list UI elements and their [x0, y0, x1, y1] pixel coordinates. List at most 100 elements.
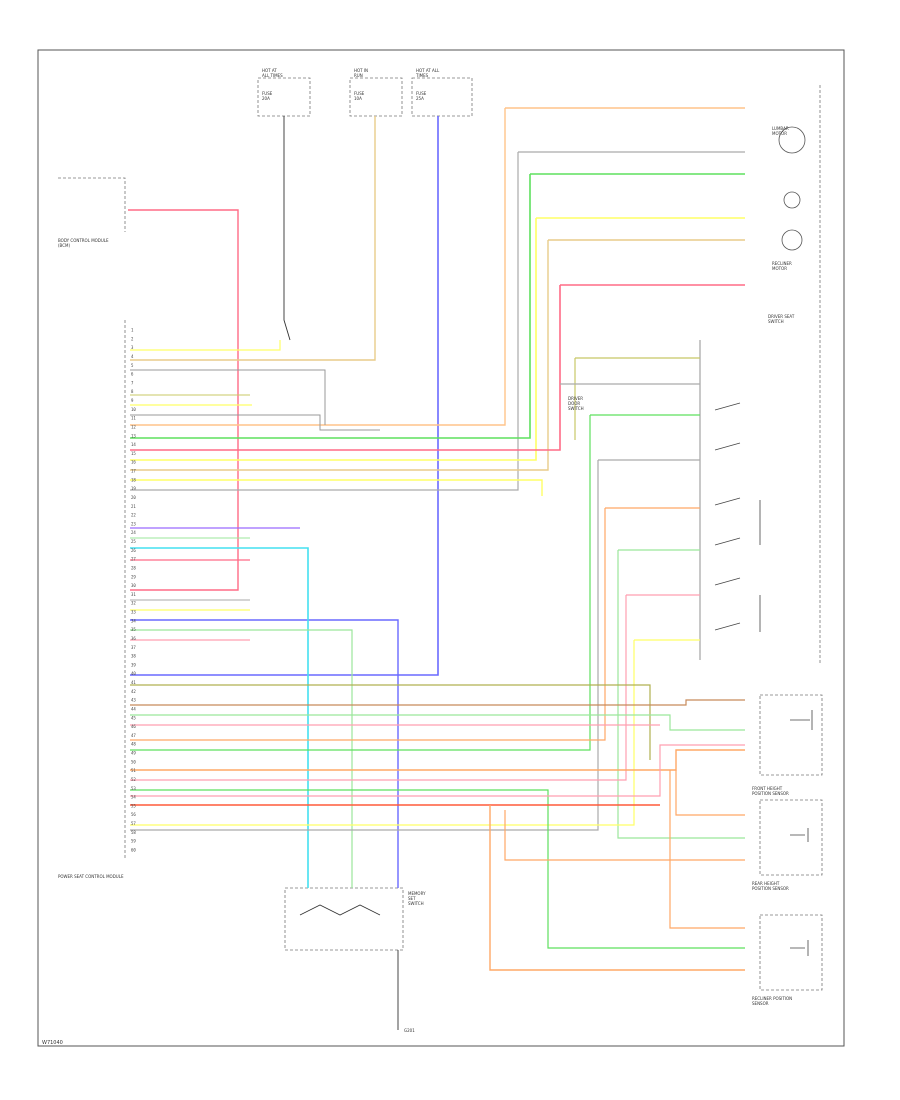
wire-yellow-2 — [130, 479, 543, 496]
pin-number: 13 — [131, 433, 136, 438]
fuse3-header2: TIMES — [415, 73, 429, 78]
pin-number: 6 — [131, 372, 134, 377]
recliner-motor-label2: MOTOR — [772, 266, 787, 271]
wire-fuse2-tan — [130, 116, 376, 361]
pin-number: 44 — [131, 706, 136, 711]
pin-number: 15 — [131, 451, 136, 456]
wire-orange-top-v — [130, 108, 506, 426]
pin-number: 9 — [131, 398, 134, 403]
pin-number: 32 — [131, 601, 136, 606]
pin-number: 40 — [131, 671, 136, 676]
power-seat-module-label: POWER SEAT CONTROL MODULE — [58, 874, 124, 879]
pin-number: 58 — [131, 830, 136, 835]
pin-number: 17 — [131, 469, 136, 474]
bcm-label2: (BCM) — [58, 243, 70, 248]
wire-orange-low4 — [504, 810, 745, 861]
pin-number: 19 — [131, 486, 136, 491]
wire-orange-low3 — [489, 805, 745, 971]
wire-yellow-top-v — [130, 218, 537, 461]
pin-number: 33 — [131, 610, 136, 615]
wire-gray-mid2-v — [130, 460, 599, 831]
fuse1-rating: 20A — [262, 96, 270, 101]
wire-fuse1 — [283, 116, 291, 341]
pin-number: 53 — [131, 786, 136, 791]
pin-number: 49 — [131, 751, 136, 756]
footer-code: W71040 — [42, 1040, 63, 1046]
wire-orange-low5 — [669, 770, 745, 929]
wire-blue-2 — [130, 619, 399, 888]
sensor-symbols — [790, 710, 813, 956]
pin-number: 41 — [131, 680, 136, 685]
pin-number: 29 — [131, 574, 136, 579]
fuse3-rating: 25A — [416, 96, 424, 101]
rear-sensor-label: REAR HEIGHT — [752, 881, 780, 886]
fuse1-header: HOT AT — [262, 68, 277, 73]
seat-switch-outline — [699, 85, 821, 665]
ground-label: G201 — [404, 1028, 415, 1033]
wire-yellow-mid-v — [130, 640, 635, 826]
front-sensor-label2: POSITION SENSOR — [752, 791, 789, 796]
position-sensor-boxes — [759, 694, 823, 991]
driver-door-switch-label: DRIVER — [568, 396, 583, 401]
pin-number: 11 — [131, 416, 136, 421]
wire-green-top-v — [130, 174, 531, 439]
motor-symbols — [778, 126, 806, 251]
pin-number: 24 — [131, 530, 136, 535]
fuse2-header: HOT IN — [354, 68, 368, 73]
diagram-frame — [37, 49, 845, 1047]
pin-number: 35 — [131, 627, 136, 632]
pin-number: 23 — [131, 521, 136, 526]
switch-contacts — [714, 402, 761, 632]
pin-number: 20 — [131, 495, 136, 500]
wire-cyan — [130, 547, 309, 888]
wire-blue — [130, 116, 439, 676]
pin-number: 1 — [131, 328, 134, 333]
pin-number: 4 — [131, 354, 134, 359]
pin-number: 60 — [131, 848, 136, 853]
wire-green-mid-v — [130, 415, 591, 751]
pin-number: 43 — [131, 698, 136, 703]
pin-number: 28 — [131, 565, 136, 570]
pin-number: 21 — [131, 504, 136, 509]
pin-number: 12 — [131, 424, 136, 429]
wire-lightgreen-v — [130, 629, 353, 888]
wire-lgreen-low — [130, 714, 745, 731]
power-seat-module-outline — [58, 177, 126, 860]
pin-number: 10 — [131, 407, 136, 412]
wire-green-low2 — [130, 789, 745, 949]
wire-brown-low — [130, 699, 745, 706]
pin-number: 37 — [131, 645, 136, 650]
pin-number: 57 — [131, 821, 136, 826]
lumbar-motor-label: LUMBAR — [772, 126, 789, 131]
driver-door-switch-label3: SWITCH — [568, 406, 584, 411]
pin-number: 34 — [131, 618, 136, 623]
pin-number: 50 — [131, 759, 136, 764]
wire-tan-top-v — [130, 240, 549, 471]
pin-number: 22 — [131, 513, 136, 518]
pin-number: 3 — [131, 345, 134, 350]
driver-door-switch-label2: DOOR — [568, 401, 580, 406]
recliner-sensor-label2: SENSOR — [752, 1001, 769, 1006]
bcm-label: BODY CONTROL MODULE — [58, 238, 109, 243]
wire-orange-low6 — [675, 770, 745, 816]
wire-gray-left1 — [130, 369, 326, 425]
front-sensor-label: FRONT HEIGHT — [752, 786, 783, 791]
wire-mem-a — [299, 904, 381, 916]
fuse2-name: FUSE — [354, 91, 365, 96]
lumbar-motor-label2: MOTOR — [772, 131, 787, 136]
wire-olive-low — [130, 684, 651, 760]
fuse1-name: FUSE — [262, 91, 273, 96]
pin-number: 36 — [131, 636, 136, 641]
pin-number: 27 — [131, 557, 136, 562]
pin-number: 7 — [131, 380, 134, 385]
pin-number: 31 — [131, 592, 136, 597]
pin-number: 46 — [131, 724, 136, 729]
wire-pinkish-mid-v — [130, 595, 627, 781]
pin-rows: 1234567891011121314151617181920212223242… — [131, 328, 136, 853]
memory-switch-label3: SWITCH — [408, 901, 424, 906]
wire-lgreen-mid-v — [617, 550, 745, 839]
pin-number: 14 — [131, 442, 136, 447]
pin-number: 5 — [131, 363, 134, 368]
fuse2-rating: 10A — [354, 96, 362, 101]
